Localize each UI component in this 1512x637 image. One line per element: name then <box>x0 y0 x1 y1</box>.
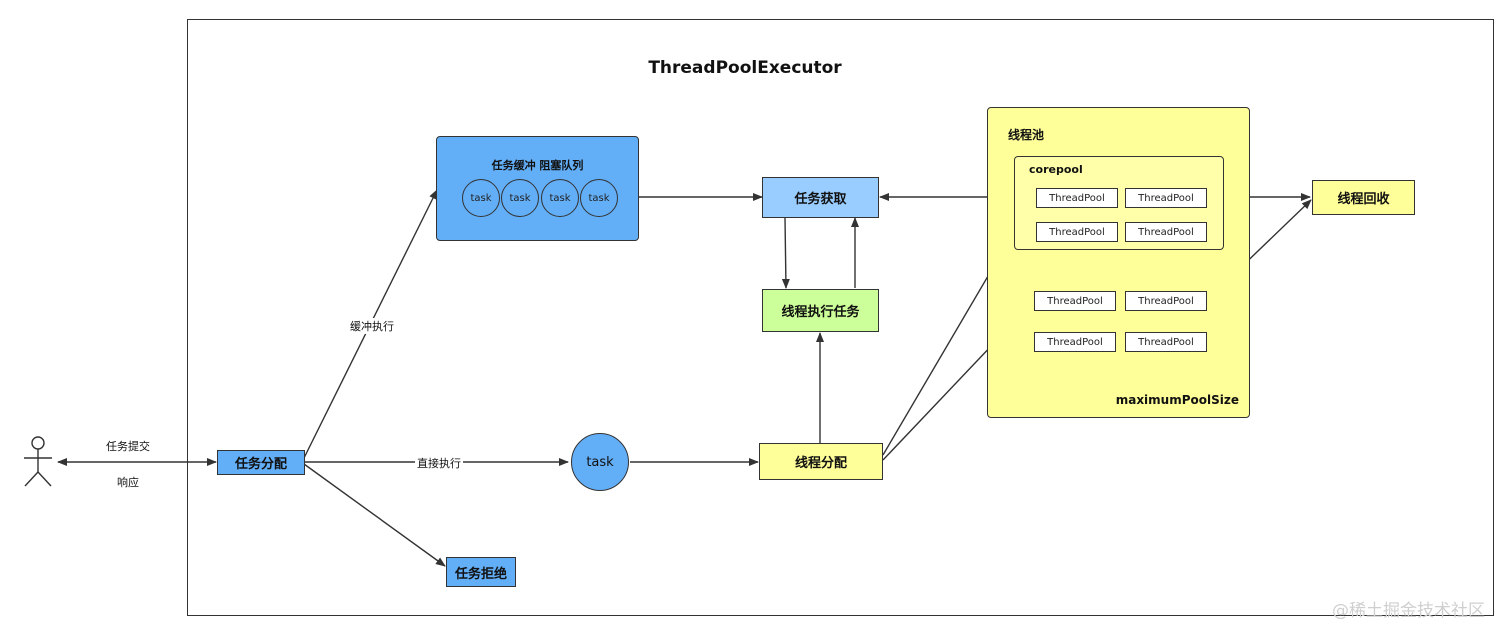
corepool-label: corepool <box>1029 163 1083 176</box>
fetch-node: 任务获取 <box>762 177 879 218</box>
watermark: @稀土掘金技术社区 <box>1332 601 1485 621</box>
core-thread: ThreadPool <box>1125 222 1207 242</box>
direct-task-node: task <box>571 433 629 491</box>
extra-thread: ThreadPool <box>1125 332 1207 352</box>
buffer-exec-label: 缓冲执行 <box>348 318 396 334</box>
thread-pool: 线程池 corepool ThreadPool ThreadPool Threa… <box>987 107 1250 418</box>
extra-thread: ThreadPool <box>1034 332 1116 352</box>
recycle-node: 线程回收 <box>1312 180 1415 215</box>
submit-label: 任务提交 <box>104 438 152 454</box>
execute-node: 线程执行任务 <box>762 289 879 332</box>
queue-label: 任务缓冲 阻塞队列 <box>491 159 584 172</box>
reject-edge <box>303 463 446 567</box>
extra-thread: ThreadPool <box>1125 291 1207 311</box>
actor-figure <box>24 436 52 487</box>
core-thread: ThreadPool <box>1036 222 1118 242</box>
blocking-queue: 任务缓冲 阻塞队列 task task task task <box>436 136 639 241</box>
fetch-to-execute-edge <box>781 217 790 289</box>
core-thread: ThreadPool <box>1125 188 1207 208</box>
queue-task: task <box>580 179 618 217</box>
core-thread: ThreadPool <box>1036 188 1118 208</box>
diagram-title: ThreadPoolExecutor <box>648 58 842 78</box>
extra-thread: ThreadPool <box>1034 291 1116 311</box>
response-label: 响应 <box>115 474 141 490</box>
executor-frame <box>187 19 1494 616</box>
reject-node: 任务拒绝 <box>446 557 516 587</box>
dispatch-node: 任务分配 <box>217 450 305 475</box>
max-pool-size-label: maximumPoolSize <box>1115 393 1239 407</box>
queue-task: task <box>541 179 579 217</box>
pool-label: 线程池 <box>1008 128 1045 142</box>
queue-task: task <box>501 179 539 217</box>
thread-assign-node: 线程分配 <box>759 443 883 480</box>
direct-exec-label: 直接执行 <box>415 455 463 471</box>
queue-task: task <box>462 179 500 217</box>
